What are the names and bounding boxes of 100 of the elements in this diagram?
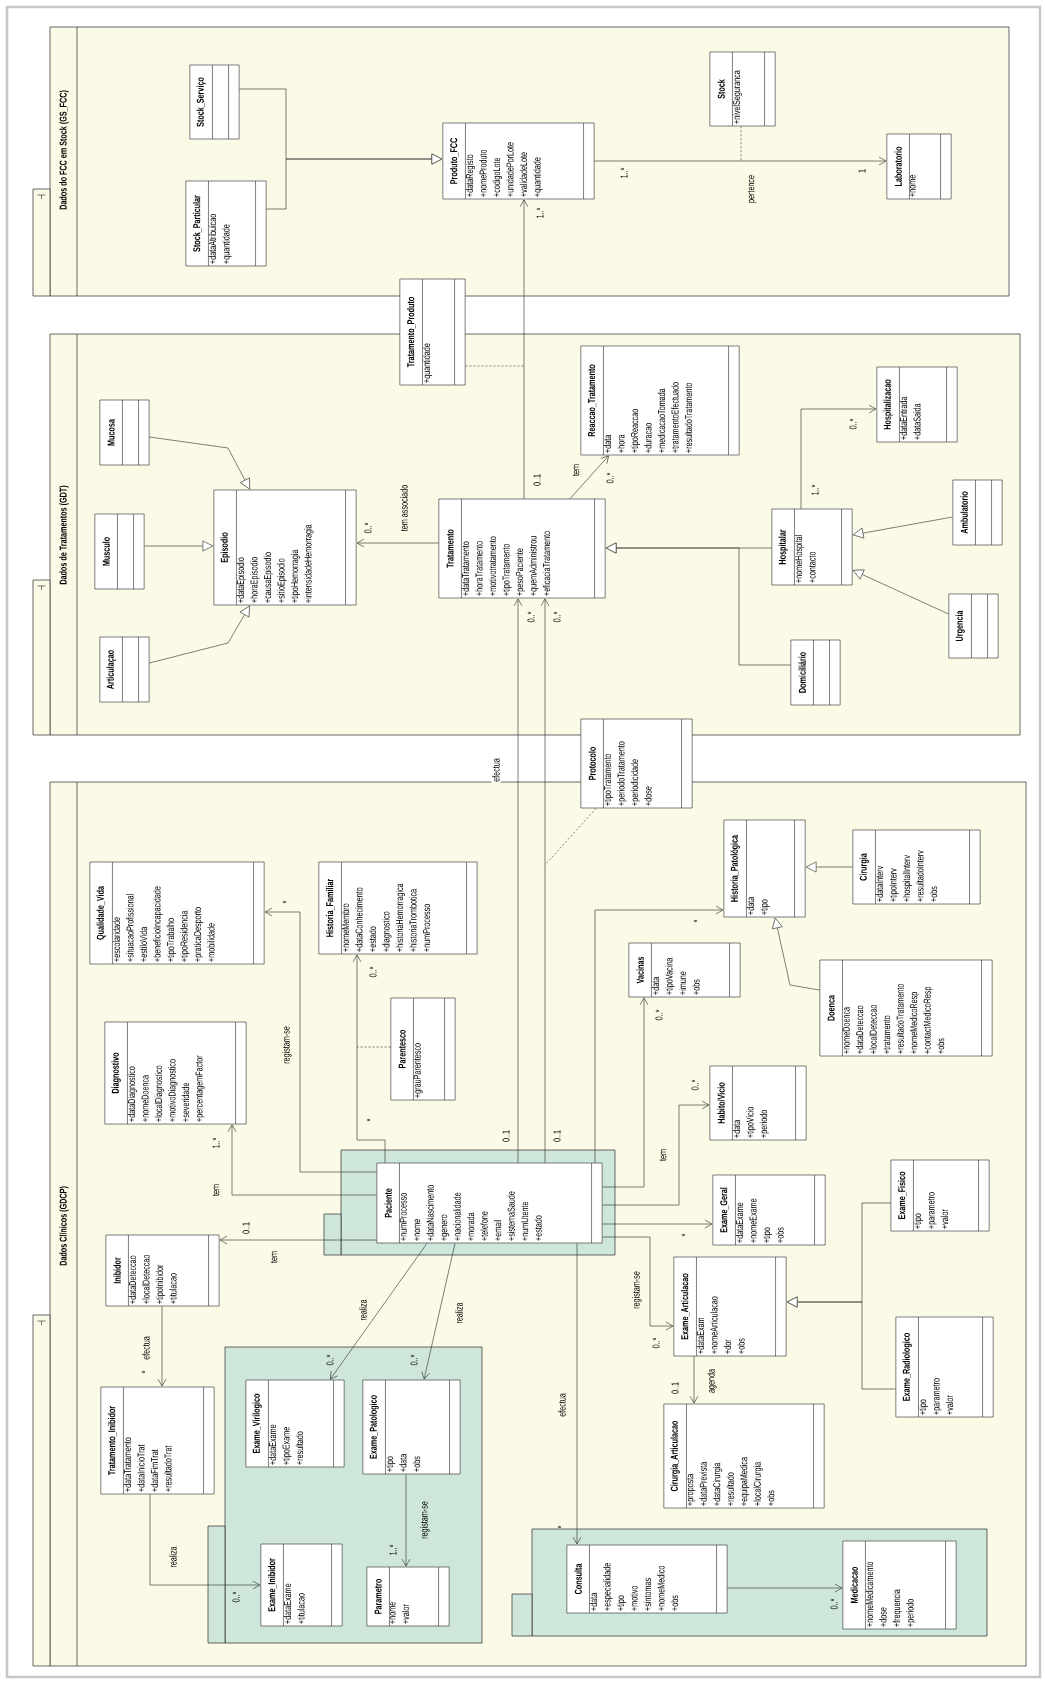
class-box: Parametro +nome +valor <box>366 1566 450 1627</box>
association-arrow <box>519 199 529 499</box>
generalization-arrow <box>149 605 250 664</box>
class-box: Exame_Virilogico +dataExame +tipoExame +resultado <box>245 1379 345 1468</box>
generalization-arrow <box>786 1296 896 1390</box>
generalization-arrow <box>805 861 853 873</box>
class-box: Vacinas +data +tipoVacina +imune +obs <box>628 942 741 998</box>
association-arrow <box>352 954 386 1163</box>
association-arrow <box>330 1243 428 1380</box>
association-arrow <box>157 1306 167 1387</box>
multiplicity-label: 0..* <box>655 1009 663 1021</box>
class-box: Tratamento_Produto +quantidade <box>399 278 466 386</box>
association-label: efectua <box>557 1392 567 1418</box>
association-arrow <box>264 907 377 1173</box>
class-box: Tratamento_Inibidor +dataTratamento +dataInicioTrat +dataFimTrat +resultadoTrat <box>100 1386 215 1495</box>
association-arrow <box>513 598 523 1163</box>
association-label: tem associado <box>399 483 409 533</box>
multiplicity-label: 0..1 <box>553 1130 561 1142</box>
multiplicity-label: 0..* <box>849 418 857 430</box>
association-arrow <box>356 538 439 548</box>
class-box: Exame_Patologico +tipo +data +obs <box>362 1379 461 1475</box>
multiplicity-label: 1..* <box>620 167 628 178</box>
class-box: Produto_FCC +dataRegisto +nomeProduto +codigoLote +unidadePorLote +validadeLote +quantidade <box>442 122 595 200</box>
multiplicity-label: 0..1 <box>502 1130 510 1142</box>
multiplicity-label: * <box>557 1525 562 1529</box>
multiplicity-label: * <box>693 919 698 923</box>
multiplicity-label: 1..* <box>811 484 819 495</box>
multiplicity-label: 1 <box>858 169 866 173</box>
class-box: Musculo <box>94 513 145 590</box>
generalization-arrow <box>852 569 949 615</box>
association-label: agenda <box>706 1368 718 1395</box>
association-label: registam-se <box>419 1500 431 1540</box>
class-box: Exame_Fisico +tipo +parametro +valor <box>890 1159 990 1232</box>
class-box: Qualidade_Vida +escolaridade +situacaoProfissional +estiloVida +beneficioIncapacidade +tipoTrabalho +tipoResidencia +praticaDesporto +mobilidade <box>89 861 265 965</box>
multiplicity-label: 0..* <box>553 611 561 623</box>
association-arrow <box>602 997 649 1188</box>
multiplicity-label: 0..* <box>410 1354 418 1366</box>
multiplicity-label: 0..* <box>369 966 377 978</box>
class-box: Ambulatorio <box>952 479 1003 546</box>
class-box: Articulaçao <box>99 636 150 703</box>
association-arrow <box>689 1356 699 1404</box>
class-box: Consulta +data +especialidade +tipo +motivo +sintomas +nomeMedico +obs <box>566 1544 728 1614</box>
class-box: Stock +nivelSeguranca <box>709 51 776 127</box>
generalization-arrow <box>772 917 820 991</box>
class-box: Reaccao_Tratamento +data +hora +tipoReaccao +duracao +medicacaoTomada +tratamentoEfectuado +resultadoTratamento <box>580 345 740 456</box>
class-box: Exame_Articulacao +dataExam +nomeArticulacao +dor +obs <box>673 1256 787 1357</box>
class-box: Exame_Inibidor +dataExame +titulacao <box>260 1543 343 1627</box>
association-label: registam-se <box>631 1270 643 1310</box>
class-box: Historia_Familiar +nomeMembro +dataConhecimento +estado +diagnostico +historiaHemorragica +historiaTrombotica +numProcesso <box>318 861 478 955</box>
dashed-line <box>544 808 597 866</box>
multiplicity-label: 0..* <box>652 1337 660 1349</box>
association-arrow <box>401 1474 411 1567</box>
generalization-arrow <box>605 542 791 666</box>
multiplicity-label: 0..* <box>527 611 535 623</box>
multiplicity-label: * <box>141 1370 146 1374</box>
association-arrow <box>602 1236 674 1331</box>
class-box: Stock_Particular +dataAtribuicao +quantidade <box>185 180 267 267</box>
class-box: Mucosa <box>99 399 150 466</box>
multiplicity-label: 0..* <box>326 1354 334 1366</box>
multiplicity-label: 0..1 <box>533 474 541 486</box>
class-box: Hospitalar +nomeHospital +contacto <box>771 508 853 586</box>
dashed-line <box>465 365 525 367</box>
association-label: tem <box>211 1183 221 1197</box>
class-box: Parentesco +grauParentesco <box>390 997 456 1101</box>
class-box: Urgencia <box>948 593 999 659</box>
association-arrow <box>149 1494 261 1590</box>
association-arrow <box>569 455 609 499</box>
association-label: realiza <box>358 1298 368 1322</box>
class-box: Inibidor +dataDeteccao +localDeteccao +tipoInibidor +titulacao <box>105 1234 220 1307</box>
generalization-arrow <box>149 436 250 490</box>
association-arrow <box>800 404 877 509</box>
association-arrow <box>727 1583 843 1593</box>
dashed-line <box>740 126 742 162</box>
generalization-arrow <box>144 540 214 552</box>
multiplicity-label: 0..1 <box>242 1222 250 1234</box>
dashed-line <box>356 1046 391 1048</box>
multiplicity-label: 0..* <box>691 1079 699 1091</box>
multiplicity-label: * <box>681 1233 686 1237</box>
association-arrow <box>602 1219 713 1229</box>
class-box: Exame_Radiologico +tipo +parametro +valor <box>895 1316 994 1418</box>
multiplicity-label: 1..* <box>389 1544 397 1555</box>
association-label: registam-se <box>281 1025 293 1065</box>
class-box: Tratamento +dataTratamento +horaTratamento +motivotratamento +tipoTratamento +pesoPaciente +quemAdministrou +eficaciaTratamento <box>438 498 606 599</box>
association-arrow <box>227 1124 377 1196</box>
class-box: Paciente +numProcesso +nome +dataNascimento +genero +nacionalidade +morada +telefone +email +sistemaSaude +numUtente +estado <box>376 1162 603 1244</box>
class-box: Medicacao +nomeMedicamento +dose +frequencia +periodo <box>842 1540 957 1630</box>
association-label: efectua <box>491 757 501 783</box>
multiplicity-label: * <box>366 1118 371 1122</box>
multiplicity-label: 0..* <box>232 1591 240 1603</box>
association-arrow <box>219 1235 377 1245</box>
association-arrow <box>594 156 887 166</box>
class-box: Cirurgia_Articulacao +proposta +dataPrevista +dataCirurgia +resultado +equipaMedica +localCirurgia +obs <box>663 1403 825 1509</box>
class-box: Episodio +dataEpisodio +horaEpisodio +causaEpisodio +sitioEpisodio +tipoHemorragia +intensidadeHemorragia <box>213 489 357 606</box>
association-arrow <box>421 1243 456 1380</box>
class-box: Laboratorio +nome <box>886 133 952 200</box>
association-arrow <box>602 1100 710 1206</box>
association-label: realiza <box>454 1301 464 1325</box>
association-arrow <box>572 1243 582 1545</box>
association-label: efectua <box>141 1335 151 1361</box>
multiplicity-label: 0..* <box>606 472 614 484</box>
